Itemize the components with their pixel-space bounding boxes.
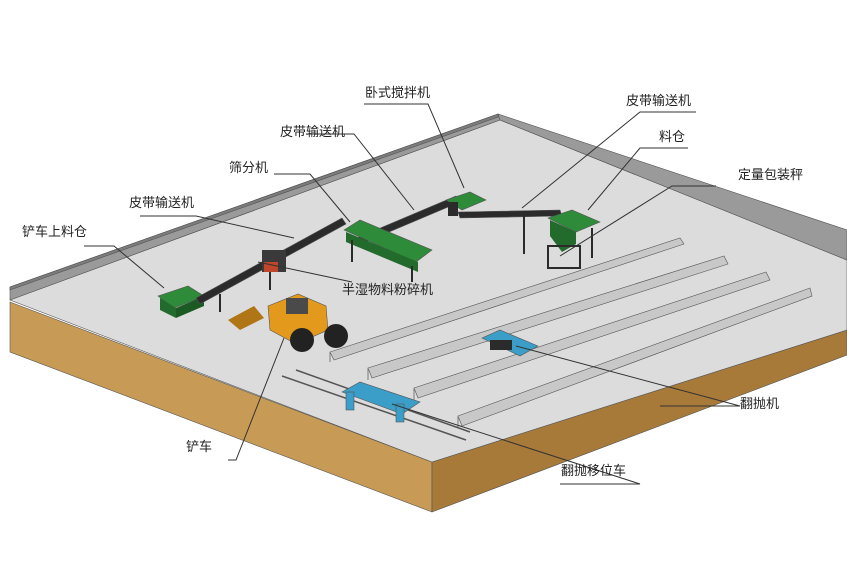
horizontal-mixer-machine [445, 191, 487, 216]
screening-machine-unit [343, 219, 433, 282]
turner-transfer-car-machine [341, 381, 421, 423]
label-loader-hopper: 铲车上料仓 [22, 225, 88, 240]
semi-wet-crusher-machine [262, 250, 286, 272]
label-silo: 料仓 [659, 130, 686, 145]
label-belt-conveyor-left: 皮带输送机 [129, 196, 195, 211]
label-belt-conveyor-top-right: 皮带输送机 [626, 94, 692, 109]
label-belt-conveyor-center: 皮带输送机 [280, 125, 346, 140]
label-screening-machine: 筛分机 [229, 161, 269, 176]
right-wall [497, 113, 847, 261]
label-turner-transfer-car: 翻抛移位车 [561, 464, 627, 479]
label-semi-wet-crusher: 半湿物料粉碎机 [342, 283, 434, 298]
leader-lines [84, 103, 741, 485]
trough [329, 237, 685, 361]
wall-top [9, 113, 499, 291]
loader-hopper-machine [157, 285, 205, 318]
label-turner: 翻抛机 [740, 397, 780, 412]
fermentation-troughs [329, 237, 813, 428]
trough [367, 255, 729, 379]
label-loader: 铲车 [186, 440, 213, 455]
trough [457, 287, 813, 427]
loader-vehicle [228, 293, 348, 352]
label-packing-scale: 定量包装秤 [738, 168, 804, 183]
label-horizontal-mixer: 卧式搅拌机 [365, 86, 431, 101]
turner-machine [481, 329, 539, 357]
silo-and-packing-machine [547, 209, 601, 269]
trough [413, 271, 771, 399]
